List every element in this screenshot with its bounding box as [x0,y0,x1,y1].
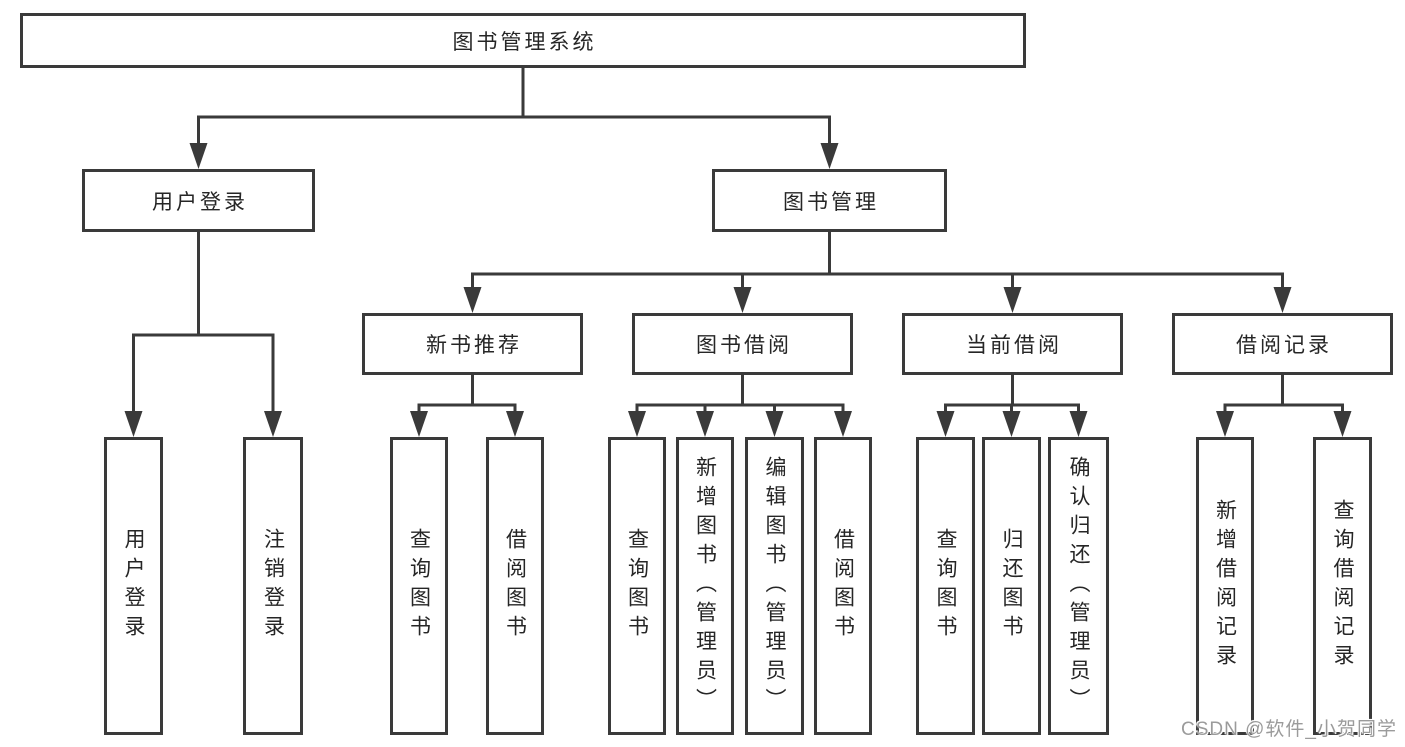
leaf-label: 借阅图书 [831,528,855,644]
leaf-label: 用户登录 [122,528,145,644]
csdn-watermark: CSDN @软件_小贺同学 [1181,719,1397,740]
leaf-add-book-admin: 新增图书（管理员） [676,437,734,735]
node-label: 借阅记录 [1236,334,1332,357]
node-book-management: 图书管理 [712,169,947,232]
leaf-user-login: 用户登录 [104,437,163,735]
leaf-confirm-return-admin: 确认归还（管理员） [1048,437,1109,735]
leaf-borrow-books-recommend: 借阅图书 [486,437,544,735]
node-book-borrowing: 图书借阅 [632,313,853,375]
leaf-label: 借阅图书 [503,528,527,644]
node-label: 图书管理 [783,190,879,214]
node-label: 图书管理系统 [452,30,597,54]
leaf-label: 查询图书 [407,528,431,644]
leaf-label: 归还图书 [1000,528,1023,644]
node-label: 用户登录 [152,190,248,214]
leaf-label: 查询图书 [625,528,649,644]
node-label: 新书推荐 [426,334,522,357]
leaf-logout-login: 注销登录 [243,437,303,735]
node-borrowing-records: 借阅记录 [1172,313,1393,375]
leaf-query-books-borrow: 查询图书 [608,437,666,735]
leaf-label: 确认归还（管理员） [1067,455,1090,717]
leaf-label: 新增借阅记录 [1213,499,1237,673]
leaf-label: 查询图书 [934,528,957,644]
leaf-query-books-current: 查询图书 [916,437,975,735]
leaf-label: 查询借阅记录 [1331,499,1354,673]
node-label: 图书借阅 [696,334,792,357]
node-new-book-recommendation: 新书推荐 [362,313,583,375]
leaf-query-books-recommend: 查询图书 [390,437,448,735]
leaf-edit-book-admin: 编辑图书（管理员） [745,437,804,735]
node-label: 当前借阅 [966,334,1062,357]
leaf-label: 注销登录 [261,528,285,644]
node-user-login: 用户登录 [82,169,315,232]
leaf-borrow-books-borrow: 借阅图书 [814,437,872,735]
leaf-label: 新增图书（管理员） [693,455,717,717]
leaf-query-borrow-record: 查询借阅记录 [1313,437,1372,735]
node-current-borrowing: 当前借阅 [902,313,1123,375]
leaf-return-books: 归还图书 [982,437,1041,735]
leaf-label: 编辑图书（管理员） [763,455,786,717]
leaf-new-borrow-record: 新增借阅记录 [1196,437,1254,735]
node-library-management-system: 图书管理系统 [20,13,1026,68]
